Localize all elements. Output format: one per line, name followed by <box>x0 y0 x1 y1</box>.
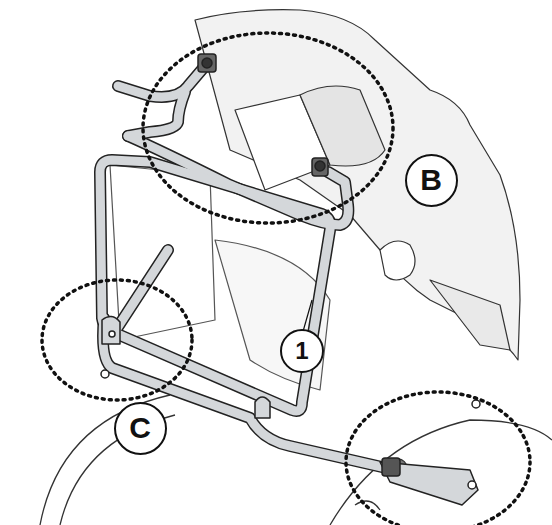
callout-letter: 1 <box>295 339 308 363</box>
callout-letter: B <box>420 165 442 195</box>
callout-circle: B <box>405 154 458 207</box>
callout-circle: 1 <box>280 329 324 373</box>
callout-letter: C <box>129 413 151 443</box>
callout-circle: C <box>114 402 167 455</box>
